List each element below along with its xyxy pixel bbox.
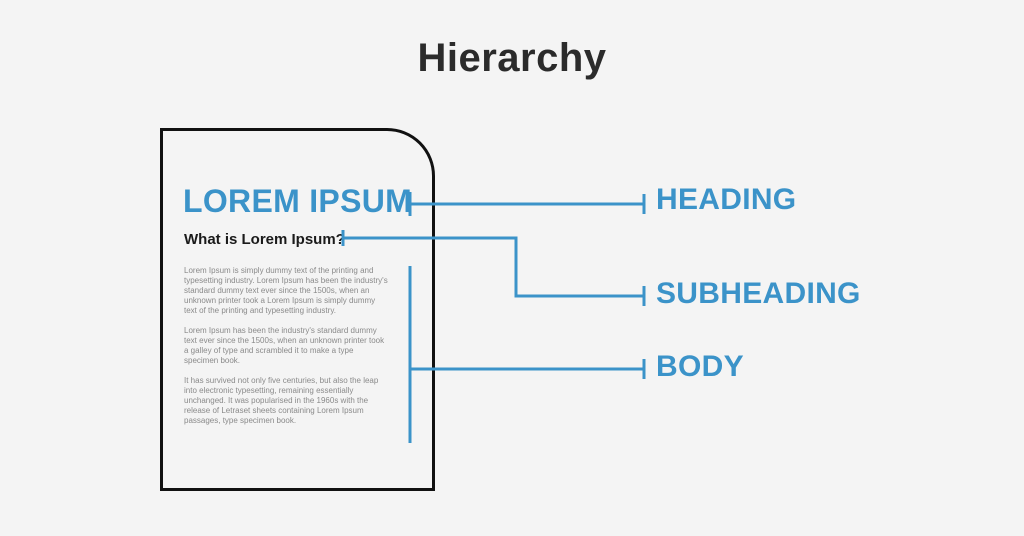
document-heading: LOREM IPSUM bbox=[183, 183, 413, 219]
body-paragraph-1: Lorem Ipsum is simply dummy text of the … bbox=[184, 266, 388, 315]
body-connector bbox=[408, 266, 646, 443]
body-paragraph-2: Lorem Ipsum has been the industry's stan… bbox=[184, 326, 385, 365]
heading-connector bbox=[408, 192, 646, 216]
page-title: Hierarchy bbox=[417, 36, 607, 80]
document-body: Lorem Ipsum is simply dummy text of the … bbox=[184, 266, 389, 436]
label-body: BODY bbox=[656, 350, 744, 383]
document-outline bbox=[160, 128, 435, 491]
subheading-connector bbox=[341, 230, 646, 306]
label-subheading: SUBHEADING bbox=[656, 277, 861, 310]
document-subheading: What is Lorem Ipsum? bbox=[184, 231, 345, 248]
body-paragraph-3: It has survived not only five centuries,… bbox=[184, 376, 379, 425]
label-heading: HEADING bbox=[656, 183, 797, 216]
